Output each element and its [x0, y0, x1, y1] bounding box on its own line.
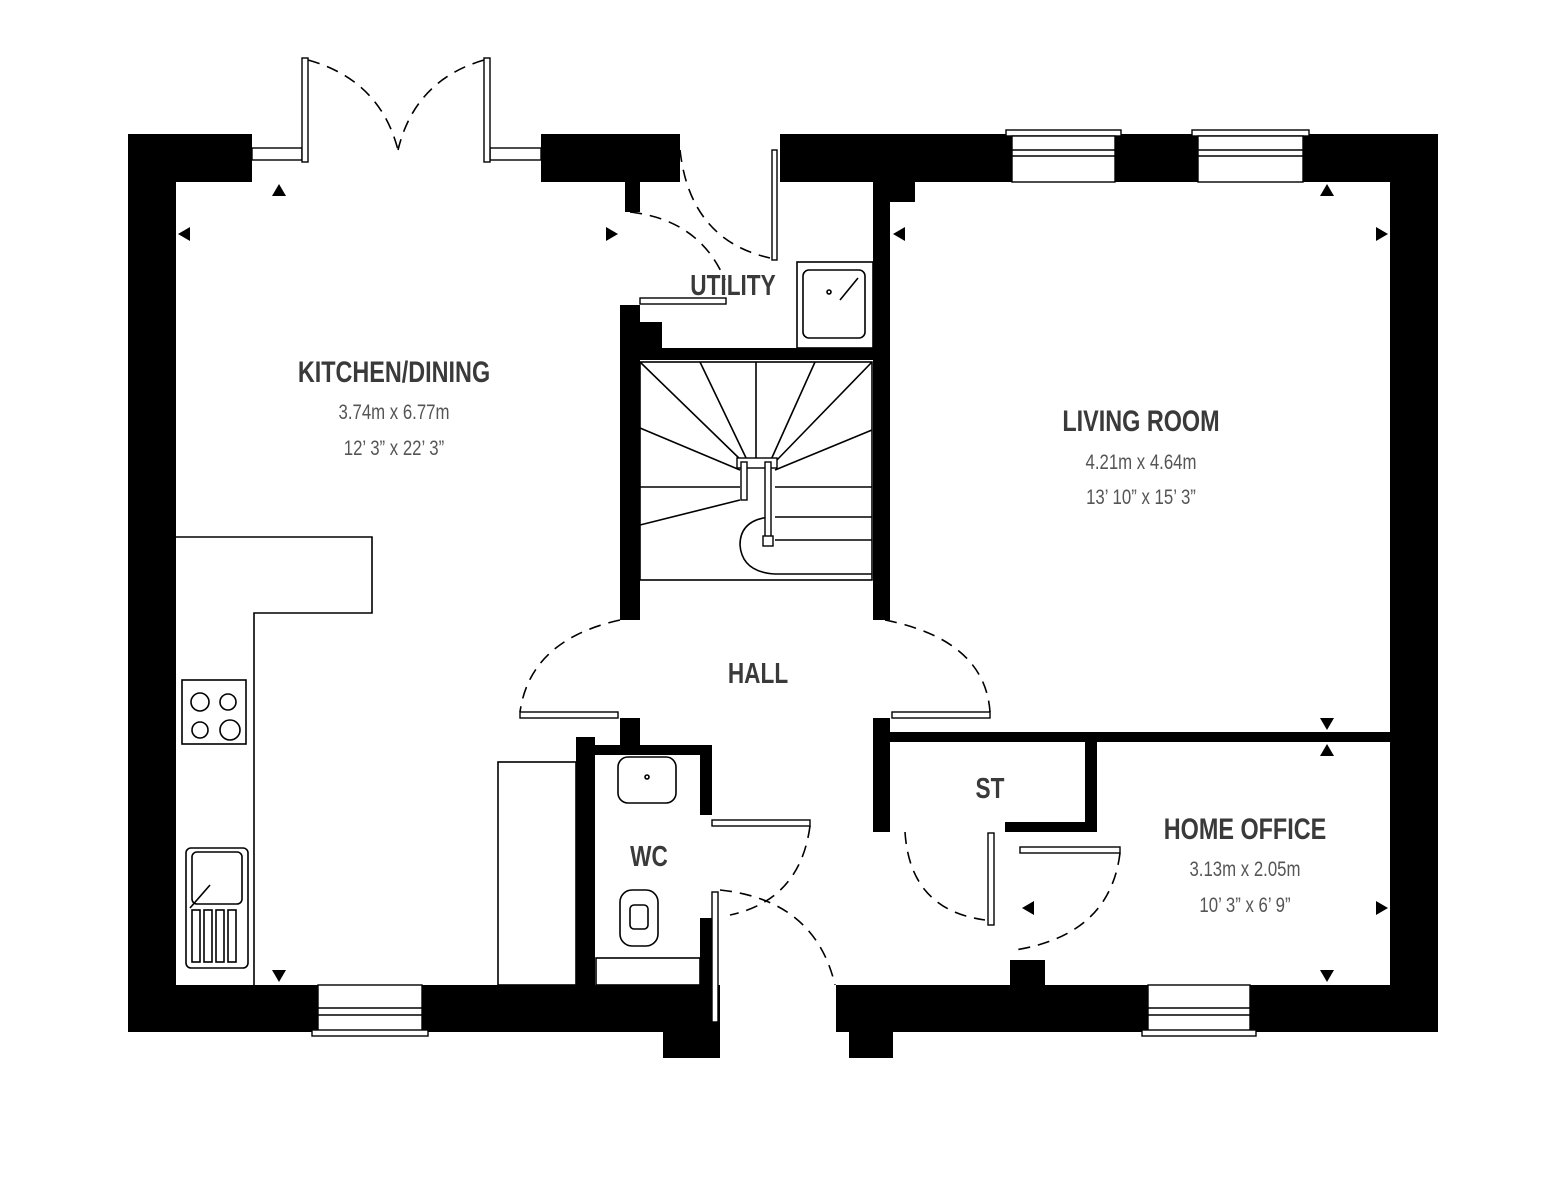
wc-fittings: [595, 756, 701, 986]
outer-walls: [128, 134, 1438, 1058]
office-metric: 3.13m x 2.05m: [1189, 858, 1300, 881]
living-imperial: 13’ 10” x 15’ 3”: [1086, 486, 1196, 509]
utility-sink-icon: [796, 261, 874, 349]
room-labels: KITCHEN/DINING 3.74m x 6.77m 12’ 3” x 22…: [298, 268, 1326, 917]
kitchen-name: KITCHEN/DINING: [298, 355, 490, 388]
living-metric: 4.21m x 4.64m: [1085, 451, 1196, 474]
toilet-icon: [619, 889, 659, 947]
wc-name: WC: [630, 839, 668, 872]
kitchen-metric: 3.74m x 6.77m: [338, 401, 449, 424]
living-name: LIVING ROOM: [1062, 404, 1219, 437]
dimension-arrows: [178, 184, 1388, 982]
store-name: ST: [976, 771, 1005, 804]
windows: [251, 129, 1310, 1037]
basin-icon: [617, 756, 677, 804]
office-name: HOME OFFICE: [1164, 812, 1326, 845]
kitchen-sink-icon: [185, 847, 249, 969]
office-imperial: 10’ 3” x 6’ 9”: [1199, 894, 1290, 917]
kitchen-units: [176, 536, 577, 986]
hall-name: HALL: [728, 656, 788, 689]
doors[interactable]: [301, 57, 1121, 1023]
kitchen-imperial: 12’ 3” x 22’ 3”: [344, 437, 444, 460]
utility-name: UTILITY: [690, 268, 775, 301]
hob-icon: [181, 679, 247, 745]
interior-walls: [576, 180, 1390, 985]
staircase: [639, 361, 873, 581]
